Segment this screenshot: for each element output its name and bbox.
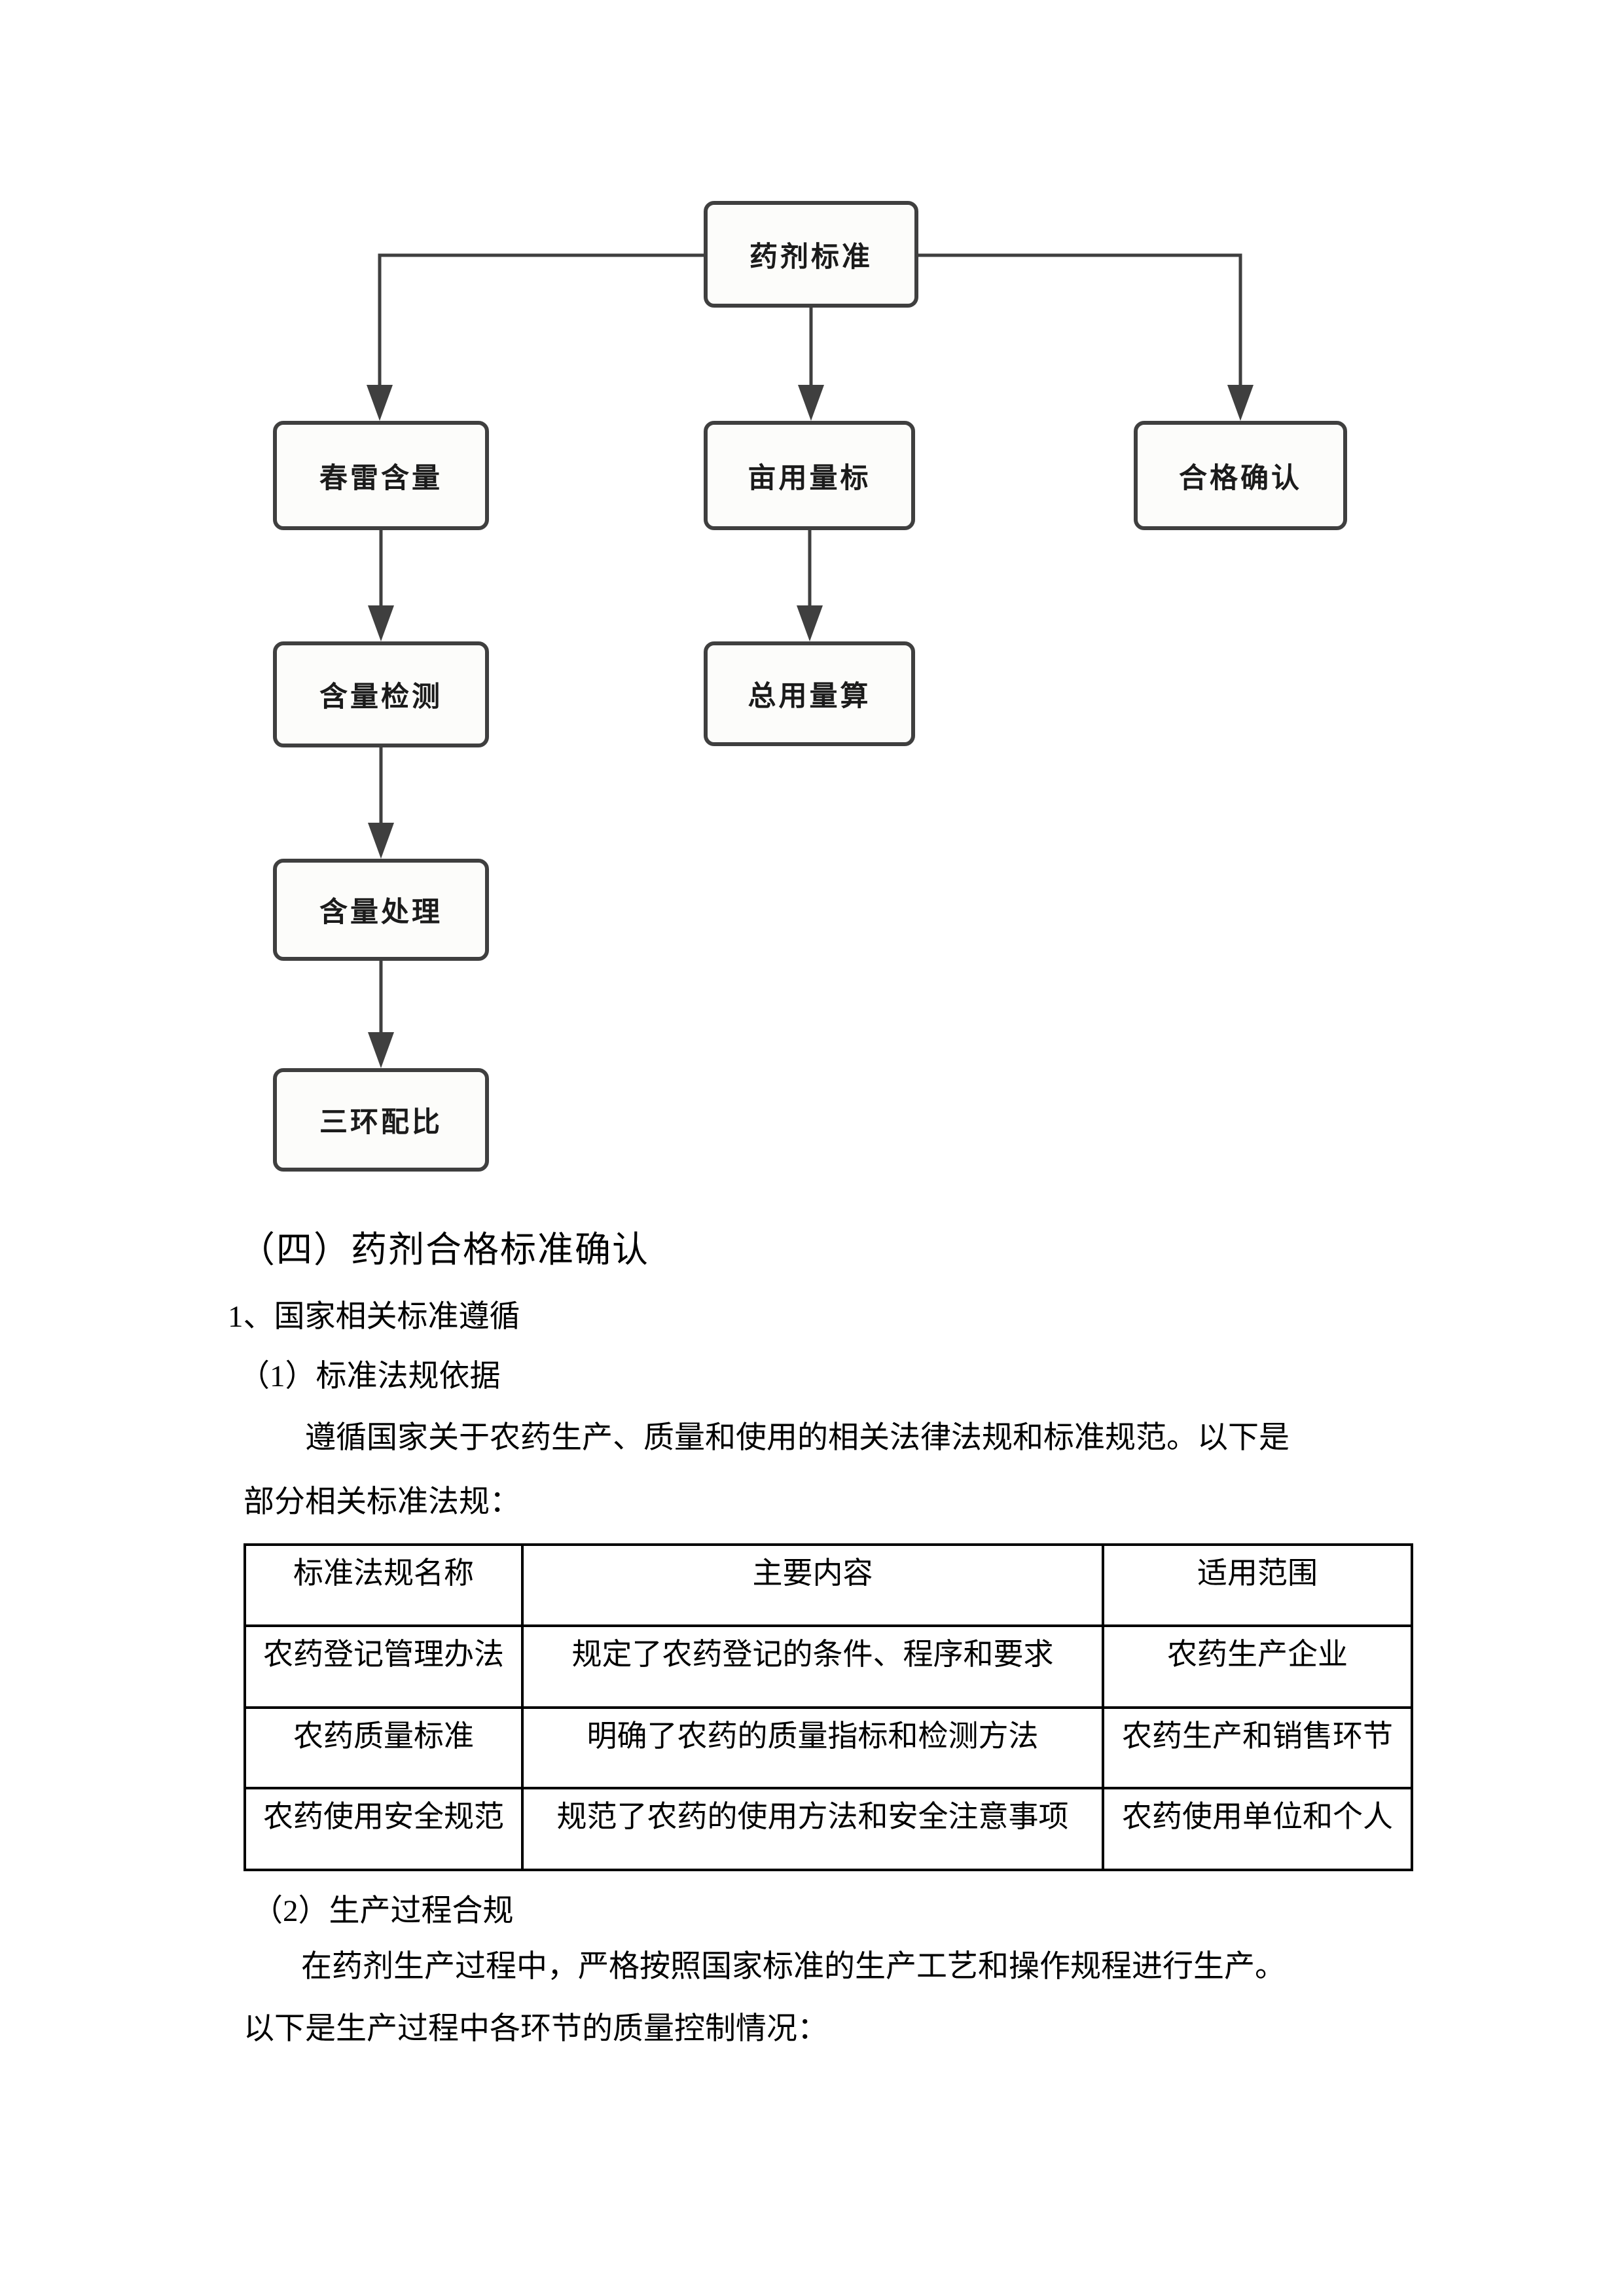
flow-node-total-dosage-calc: 总用量算 xyxy=(704,641,915,746)
table-header-row: 标准法规名称 主要内容 适用范围 xyxy=(244,1543,1413,1627)
table-cell: 农药生产和销售环节 xyxy=(1102,1706,1413,1789)
table-cell: 农药质量标准 xyxy=(244,1706,524,1789)
flow-node-drug-standard: 药剂标准 xyxy=(704,201,918,308)
subsection-1: 1、国家相关标准遵循 xyxy=(228,1300,520,1334)
paragraph-2-line-1: 在药剂生产过程中，严格按照国家标准的生产工艺和操作规程进行生产。 xyxy=(301,1950,1286,1984)
arrowhead-left2 xyxy=(368,605,394,641)
arrowhead-mid2 xyxy=(797,605,823,641)
table-row: 农药登记管理办法 规定了农药登记的条件、程序和要求 农药生产企业 xyxy=(244,1624,1413,1709)
arrowhead-right1 xyxy=(1227,385,1254,421)
table-cell: 农药使用单位和个人 xyxy=(1102,1787,1413,1871)
table-cell: 农药生产企业 xyxy=(1102,1624,1413,1709)
table-cell: 农药登记管理办法 xyxy=(244,1624,524,1709)
flow-node-content-detect: 含量检测 xyxy=(273,641,489,747)
connector-root-left1 xyxy=(378,253,704,391)
section-heading: （四）药剂合格标准确认 xyxy=(239,1230,650,1270)
subsection-1-1: （1）标准法规依据 xyxy=(239,1359,501,1393)
table-header-cell: 主要内容 xyxy=(521,1543,1104,1627)
paragraph-1-line-1: 遵循国家关于农药生产、质量和使用的相关法律法规和标准规范。以下是 xyxy=(305,1421,1290,1455)
table-row: 农药使用安全规范 规范了农药的使用方法和安全注意事项 农药使用单位和个人 xyxy=(244,1787,1413,1871)
flow-node-chunlei-content: 春雷含量 xyxy=(273,421,489,530)
arrowhead-left3 xyxy=(368,823,394,859)
flow-node-content-process: 含量处理 xyxy=(273,859,489,961)
table-header-cell: 标准法规名称 xyxy=(244,1543,524,1627)
flowchart-connectors xyxy=(367,253,1254,1068)
flow-node-mu-dosage: 亩用量标 xyxy=(704,421,915,530)
table-cell: 规定了农药登记的条件、程序和要求 xyxy=(521,1624,1104,1709)
arrowhead-mid1 xyxy=(798,385,824,421)
arrowhead-left1 xyxy=(367,385,393,421)
table-cell: 规范了农药的使用方法和安全注意事项 xyxy=(521,1787,1104,1871)
connector-root-right1 xyxy=(918,253,1242,391)
table-header-cell: 适用范围 xyxy=(1102,1543,1413,1627)
flow-node-pass-confirm: 合格确认 xyxy=(1134,421,1347,530)
arrowhead-left4 xyxy=(368,1032,394,1068)
table-cell: 农药使用安全规范 xyxy=(244,1787,524,1871)
flow-node-sanhuan-ratio: 三环配比 xyxy=(273,1068,489,1172)
table-cell: 明确了农药的质量指标和检测方法 xyxy=(521,1706,1104,1789)
standards-table: 标准法规名称 主要内容 适用范围 农药登记管理办法 规定了农药登记的条件、程序和… xyxy=(244,1543,1413,1871)
subsection-1-2: （2）生产过程合规 xyxy=(252,1894,514,1928)
paragraph-1-line-2: 部分相关标准法规： xyxy=(244,1485,520,1519)
table-row: 农药质量标准 明确了农药的质量指标和检测方法 农药生产和销售环节 xyxy=(244,1706,1413,1789)
paragraph-2-line-2: 以下是生产过程中各环节的质量控制情况： xyxy=(244,2012,828,2046)
